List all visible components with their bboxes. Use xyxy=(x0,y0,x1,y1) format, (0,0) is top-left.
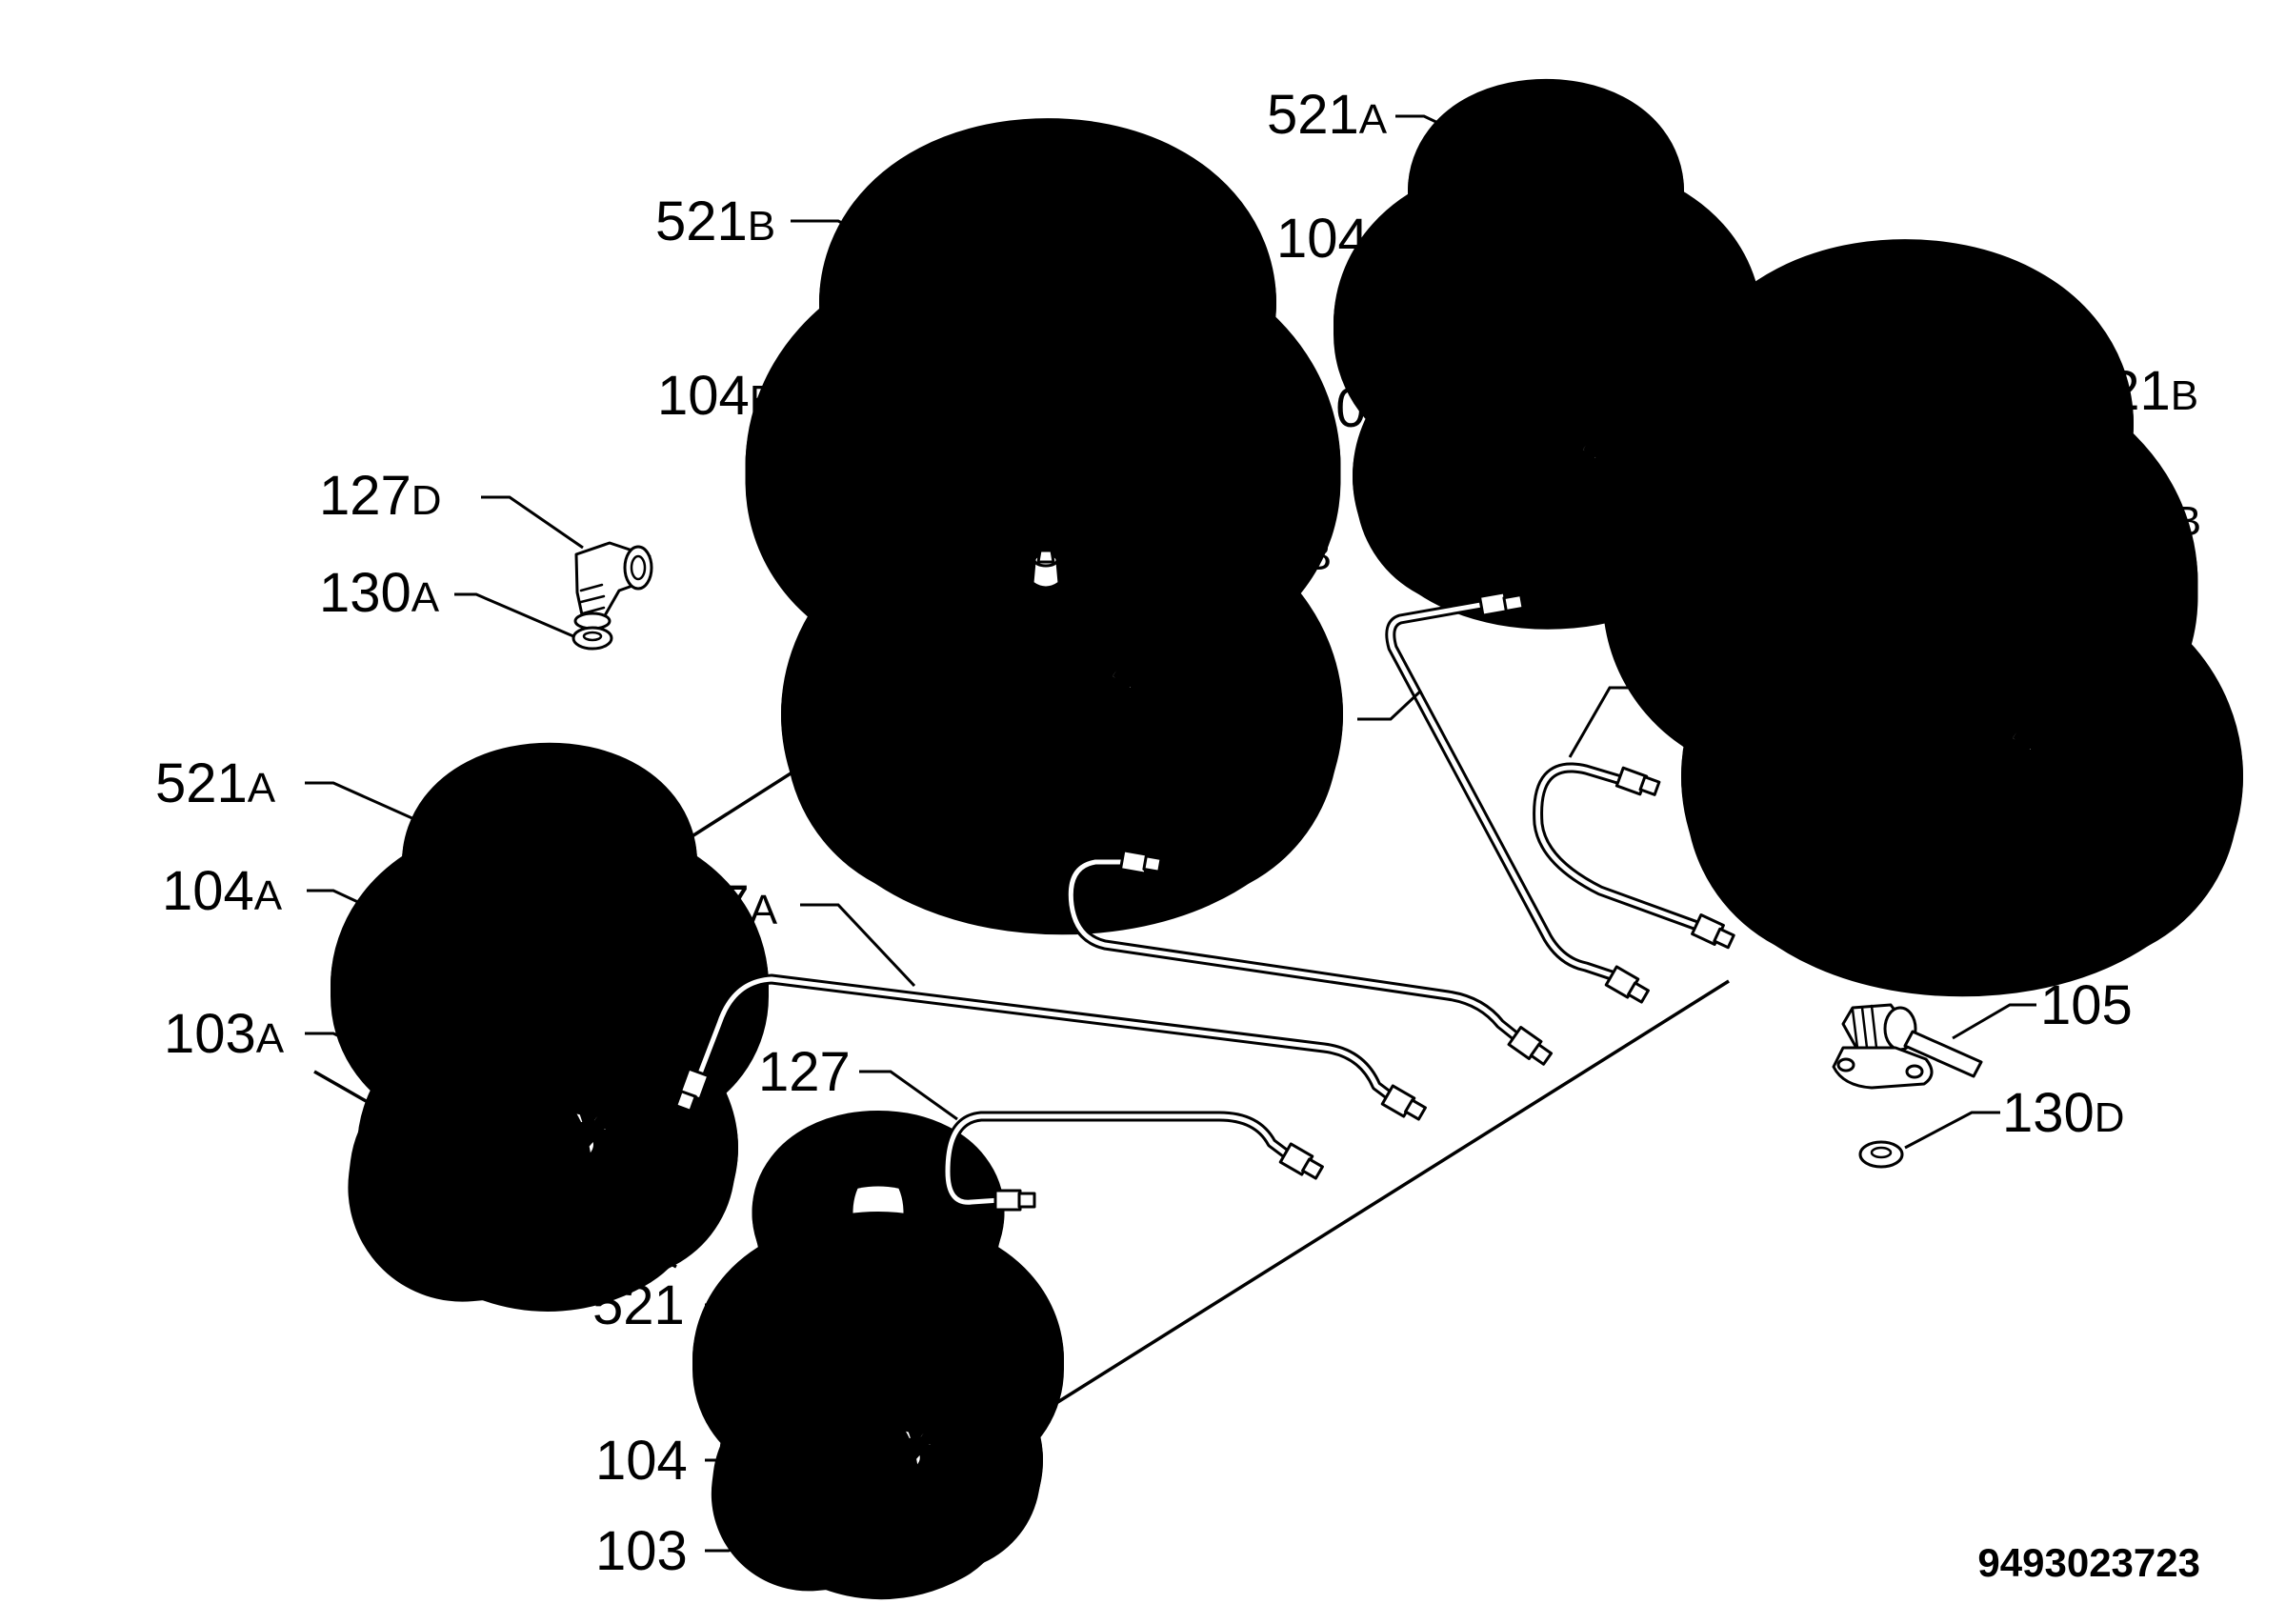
gas-connector-105 xyxy=(1832,1003,1983,1090)
washer-130a xyxy=(572,626,613,651)
burner-base-103 xyxy=(809,1429,946,1502)
part-label-103: 103 xyxy=(595,1520,688,1582)
part-label-127d: 127D xyxy=(319,465,442,527)
part-label-104b-left: 104B xyxy=(657,365,777,427)
part-label-521: 521 xyxy=(592,1274,685,1336)
part-label-127c: 127C xyxy=(1219,689,1342,751)
part-label-105: 105 xyxy=(2040,974,2133,1036)
part-label-103a-top: 103A xyxy=(1305,377,1426,439)
part-label-521b-left: 521B xyxy=(655,190,775,252)
burner-base-103a-top xyxy=(1470,440,1626,511)
part-label-127b: 127B xyxy=(1648,660,1768,722)
part-label-103b-center: 103B xyxy=(1212,520,1332,582)
part-label-104a-top: 104A xyxy=(1276,208,1397,270)
gas-pipe-127e xyxy=(1065,849,1554,1066)
part-label-521b-right: 521B xyxy=(2078,360,2198,422)
part-label-521a-left: 521A xyxy=(155,752,276,814)
leader-lines xyxy=(305,114,2081,1553)
part-label-104a-left: 104A xyxy=(162,860,283,922)
part-label-127a: 127A xyxy=(657,874,778,936)
part-label-127: 127 xyxy=(758,1041,851,1103)
part-label-130a: 130A xyxy=(319,562,440,624)
part-label-104: 104 xyxy=(595,1430,688,1492)
part-label-103b-right: 103B xyxy=(2084,684,2204,746)
burner-base-103b-center xyxy=(950,663,1174,767)
part-label-106: 106 xyxy=(848,560,940,622)
burner-base-103b-right xyxy=(1850,725,2075,829)
burner-base-103a-left xyxy=(462,1112,624,1197)
gas-pipe-127b xyxy=(1533,762,1735,950)
document-number: 9493023723 xyxy=(1977,1540,2200,1585)
gas-pipe-127 xyxy=(942,1111,1324,1212)
part-label-130d: 130D xyxy=(2002,1082,2125,1144)
part-label-521a-top: 521A xyxy=(1267,84,1388,146)
gas-pipe-127a xyxy=(674,973,1427,1121)
part-label-104b-right: 104B xyxy=(2081,486,2201,548)
gas-pipe-127c xyxy=(1385,591,1650,1004)
part-labels: 521A 521B 104A 104B 103A 521B 104B 127D … xyxy=(155,84,2204,1582)
washer-130d xyxy=(1858,1140,1904,1169)
part-label-103a-left: 103A xyxy=(164,1003,285,1065)
injector-106 xyxy=(1031,549,1061,590)
elbow-fitting-127d xyxy=(573,541,653,631)
part-label-127e: 127E xyxy=(857,810,977,872)
